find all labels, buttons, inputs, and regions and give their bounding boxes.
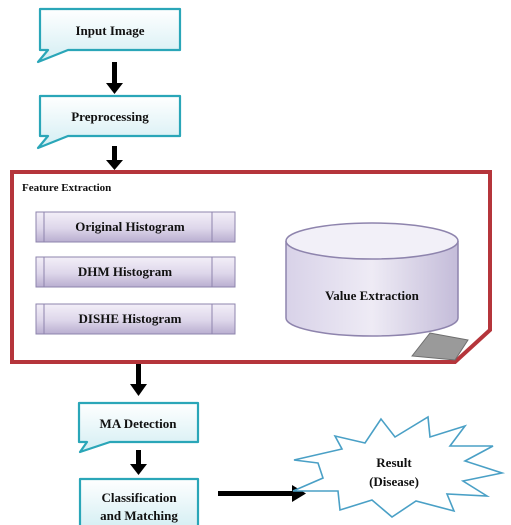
classification-label-line2: and Matching <box>100 508 178 523</box>
original-histogram-node: Original Histogram <box>35 211 236 243</box>
explosion-burst-icon <box>292 415 506 519</box>
value-extraction-label: Value Extraction <box>325 288 420 303</box>
preprocessing-label: Preprocessing <box>71 109 149 124</box>
result-label-line1: Result <box>376 455 412 470</box>
arrow-ma-detection-to-classification <box>130 450 147 475</box>
folded-corner-icon <box>411 332 469 361</box>
arrow-classification-to-result <box>218 485 306 502</box>
arrow-input-to-preprocessing <box>106 62 123 94</box>
arrow-feature-extraction-to-ma-detection <box>130 364 147 396</box>
preprocessing-node: Preprocessing <box>36 94 182 150</box>
value-extraction-node: Value Extraction <box>285 222 459 337</box>
arrow-preprocessing-to-feature-extraction <box>106 146 123 170</box>
classification-label-line1: Classification <box>101 490 177 505</box>
original-histogram-label: Original Histogram <box>75 219 185 234</box>
result-label-line2: (Disease) <box>369 474 419 489</box>
input-image-node: Input Image <box>36 7 182 64</box>
classification-node: Classification and Matching <box>78 477 200 525</box>
feature-extraction-title: Feature Extraction <box>22 182 111 194</box>
cylinder-database-icon <box>285 241 459 337</box>
input-image-label: Input Image <box>76 23 145 38</box>
preprocessing-callout-shape <box>36 94 182 150</box>
ma-detection-label: MA Detection <box>100 416 178 431</box>
ma-detection-node: MA Detection <box>77 401 200 454</box>
dishe-histogram-label: DISHE Histogram <box>79 311 182 326</box>
dishe-histogram-node: DISHE Histogram <box>35 303 236 335</box>
classification-box-shape <box>78 477 200 525</box>
input-image-callout-shape <box>36 7 182 64</box>
ma-detection-callout-shape <box>77 401 200 454</box>
result-node: Result (Disease) <box>292 415 506 519</box>
dhm-histogram-node: DHM Histogram <box>35 256 236 288</box>
dhm-histogram-label: DHM Histogram <box>78 264 172 279</box>
